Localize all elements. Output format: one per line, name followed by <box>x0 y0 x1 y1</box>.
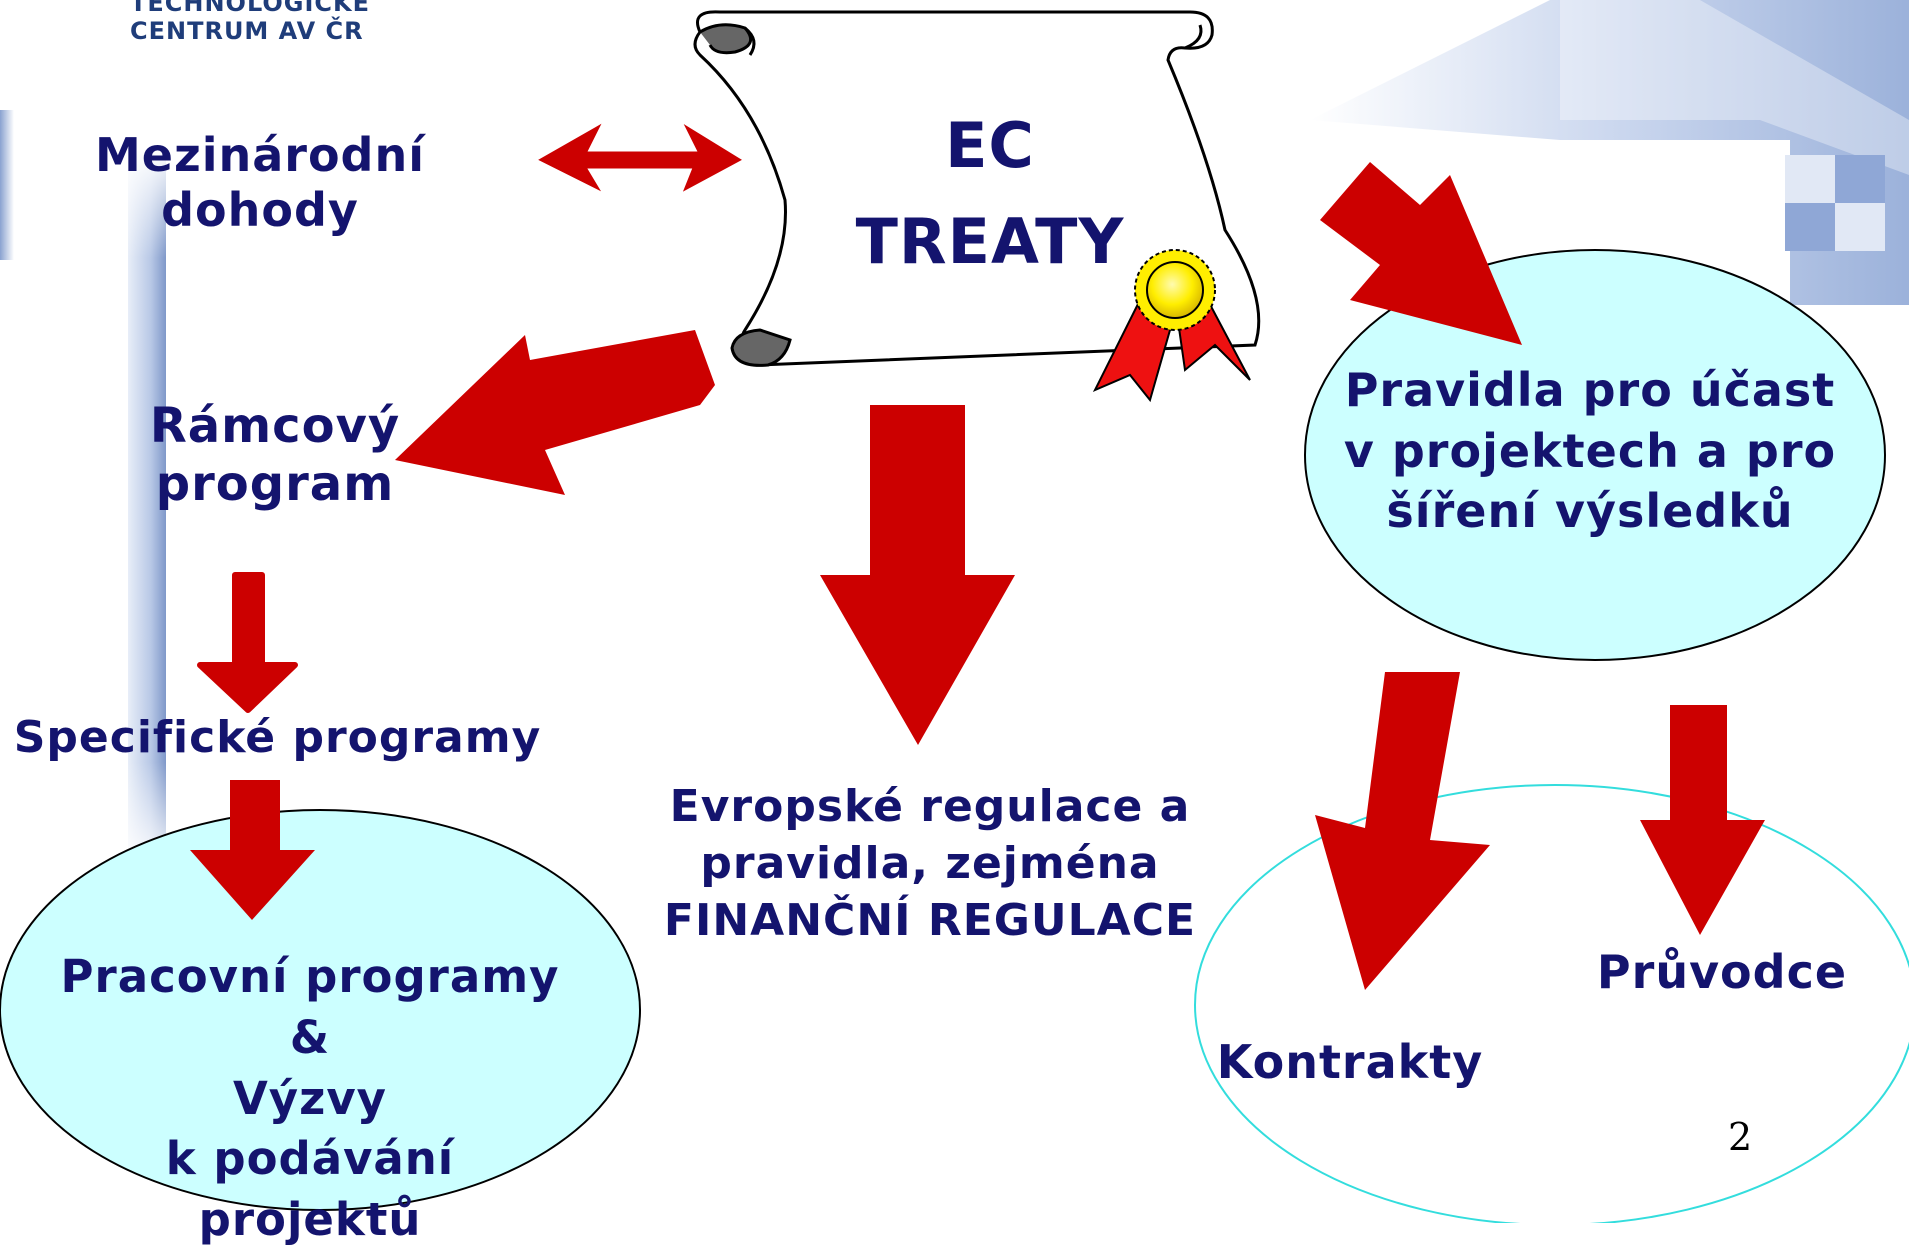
roof-decoration <box>1310 0 1909 305</box>
arrow-to-specific[interactable] <box>197 572 298 713</box>
arrow-to-work-programmes[interactable] <box>190 780 315 920</box>
arrow-to-contracts[interactable] <box>1315 672 1490 990</box>
node-framework-programme: Rámcový program <box>149 398 401 512</box>
node-contracts: Kontrakty <box>1216 1035 1484 1089</box>
logo: TECHNOLOGICKÉ CENTRUM AV ČR <box>130 0 370 45</box>
diagram-canvas <box>0 0 1909 1223</box>
arrow-to-framework[interactable] <box>395 330 715 495</box>
node-european-regulation: Evropské regulace a pravidla, zejména FI… <box>663 781 1197 947</box>
arrow-to-regulation[interactable] <box>820 405 1015 745</box>
node-international-agreements: Mezinárodní dohody <box>94 128 426 238</box>
arrow-to-rules[interactable] <box>1320 162 1522 345</box>
node-specific-programmes: Specifické programy <box>13 712 542 763</box>
node-guides: Průvodce <box>1596 945 1848 999</box>
rules-ellipse <box>1304 249 1886 661</box>
node-work-programmes: Pracovní programy & Výzvy k podávání pro… <box>60 950 560 1246</box>
contracts-ellipse <box>1194 784 1909 1223</box>
scroll-line-ec: EC <box>945 109 1035 182</box>
scroll-title: EC TREATY <box>850 98 1130 290</box>
scroll-line-treaty: TREATY <box>855 205 1125 279</box>
work-programmes-ellipse <box>0 809 641 1211</box>
left-edge-decoration <box>0 110 14 260</box>
logo-line-1: TECHNOLOGICKÉ <box>130 0 371 17</box>
node-participation-rules: Pravidla pro účast v projektech a pro ší… <box>1343 363 1837 539</box>
checker-square-decoration <box>1785 155 1835 203</box>
background-decoration <box>0 0 1909 870</box>
page-number: 2 <box>1728 1115 1753 1159</box>
arrow-to-guides[interactable] <box>1640 705 1765 935</box>
double-arrow[interactable] <box>531 115 749 199</box>
treaty-scroll <box>693 10 1261 403</box>
logo-line-2: CENTRUM AV ČR <box>130 16 364 45</box>
